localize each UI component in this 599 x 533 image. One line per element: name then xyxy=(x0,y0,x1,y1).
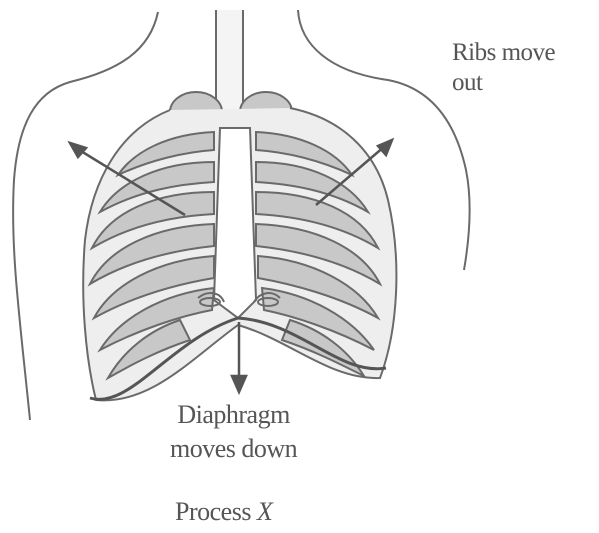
ribs-move-out-label: Ribs move out xyxy=(452,38,555,98)
diaphragm-moves-down-label: Diaphragm moves down xyxy=(170,398,297,466)
sternum xyxy=(214,128,256,318)
diaphragm-label-line2: moves down xyxy=(170,432,297,466)
diaphragm-down-arrow xyxy=(232,322,246,392)
process-word: Process xyxy=(175,497,251,526)
ribs-label-line2: out xyxy=(452,68,555,98)
diaphragm-label-line1: Diaphragm xyxy=(170,398,297,432)
process-caption: Process X xyxy=(175,497,272,527)
ribs-label-line1: Ribs move xyxy=(452,38,555,68)
process-letter: X xyxy=(257,497,272,526)
